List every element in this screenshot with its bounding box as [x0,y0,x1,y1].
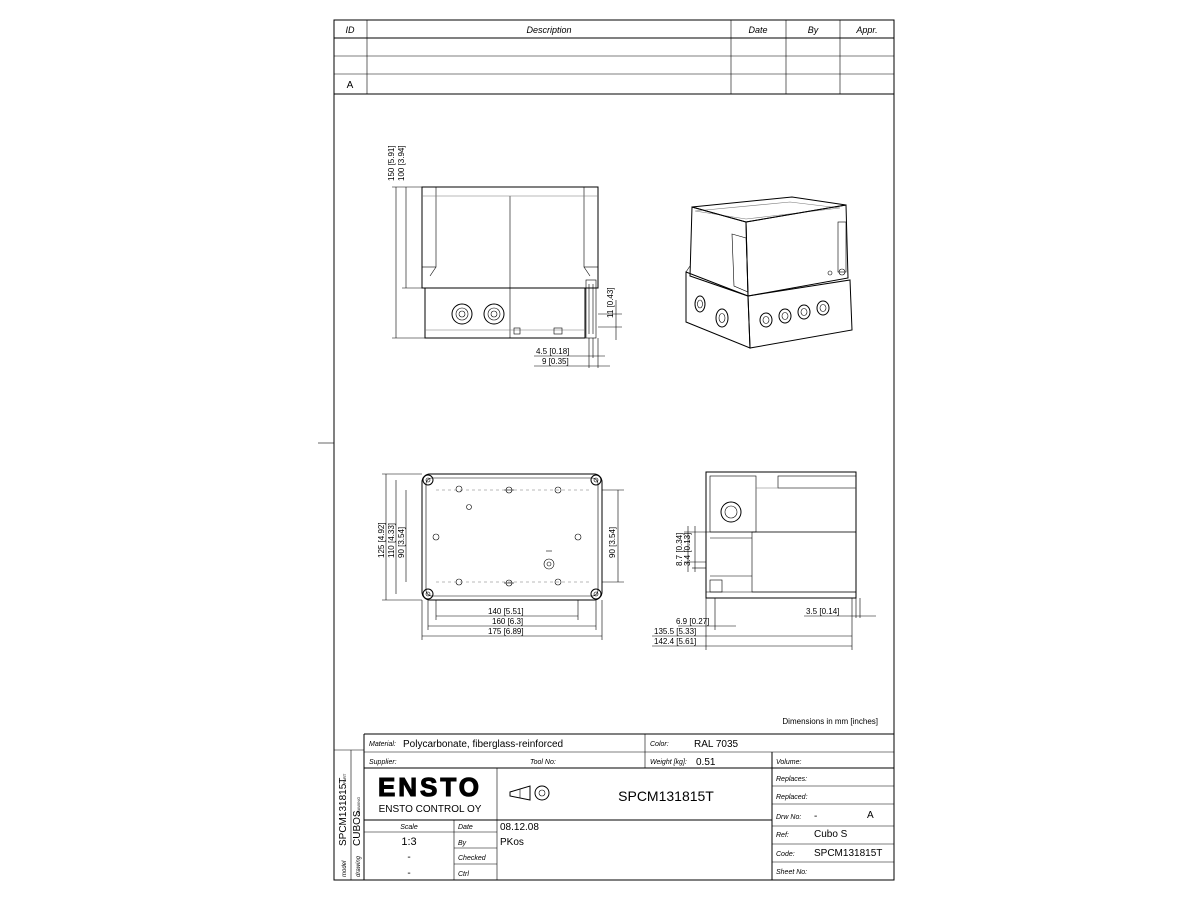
code-label: Code: [776,851,795,858]
sheet-no-label: Sheet No: [776,869,807,876]
scale-row-2: - [407,852,410,863]
dim-top-175: 175 [6.89] [488,627,524,636]
ref-value: Cubo S [814,829,848,840]
strip-drawing-label: drawing [356,855,362,877]
dim-top-90-right: 90 [3.54] [608,527,617,558]
replaced-label: Replaced: [776,794,808,801]
material-label: Material: [369,741,396,748]
rev-header-date: Date [748,25,767,35]
ref-label: Ref: [776,832,789,839]
code-value: SPCM131815T [814,848,882,859]
rev-row-id: A [347,80,354,91]
side-strip: SPCM131815T PART CUBOS DRAWING model dra… [338,773,363,877]
material-value: Polycarbonate, fiberglass-reinforced [403,739,563,750]
dim-side-4-5: 4.5 [0.18] [536,347,569,356]
dim-end-142-4: 142.4 [5.61] [654,637,696,646]
dim-end-8-7: 8.7 [0.34] [675,533,684,566]
drw-no-label: Drw No: [776,814,801,821]
dim-top-160: 160 [6.3] [492,617,523,626]
dim-end-135-5: 135.5 [5.33] [654,627,696,636]
scale-row-3: - [407,868,410,879]
dim-end-6-9: 6.9 [0.27] [676,617,709,626]
rev-header-appr: Appr. [855,25,877,35]
dim-end-3-4: 3.4 [0.13] [683,533,692,566]
checked-label: Checked [458,855,487,862]
ensto-logo: ENSTO [378,772,482,802]
volume-label: Volume: [776,759,801,766]
strip-part-value: SPCM131815T [338,778,349,846]
strip-drawing-value: CUBOS [352,810,363,846]
dim-side-150: 150 [5.91] [387,145,396,181]
dim-side-9: 9 [0.35] [542,357,569,366]
color-value: RAL 7035 [694,739,739,750]
dim-top-90-left: 90 [3.54] [397,527,406,558]
end-view: 8.7 [0.34] 3.4 [0.13] 3.5 [0.14] 6.9 [0.… [652,471,876,650]
dim-top-110: 110 [4.33] [387,523,396,558]
drw-rev: A [867,810,874,821]
by-label: By [458,840,467,847]
replaces-label: Replaces: [776,776,807,783]
side-view: 150 [5.91] 100 [3.94] 11 [0.43] 4.5 [0.1… [387,145,622,368]
dim-side-100: 100 [3.94] [397,145,406,181]
sheet-border [333,19,895,881]
strip-drawing-tag: DRAWING [356,797,361,816]
scale-label: Scale [400,824,418,831]
date-value: 08.12.08 [500,822,539,833]
rev-header-by: By [808,25,819,35]
cable-gland-icon [509,785,550,801]
scale-value: 1:3 [401,836,416,848]
weight-value: 0.51 [696,757,716,768]
dim-side-11: 11 [0.43] [606,287,615,318]
weight-label: Weight [kg]: [650,759,687,766]
strip-model-label: model [342,860,348,877]
isometric-view [685,196,853,349]
company-name: ENSTO CONTROL OY [379,804,482,815]
tool-no-label: Tool No: [530,759,556,766]
strip-part-tag: PART [342,773,347,784]
date-label: Date [458,824,473,831]
dim-top-140: 140 [5.51] [488,607,524,616]
color-label: Color: [650,741,669,748]
revision-table: ID Description Date By Appr. A [334,20,894,95]
top-view: 125 [4.92] 110 [4.33] 90 [3.54] 90 [3.54… [377,473,624,640]
rev-header-id: ID [346,25,356,35]
part-number: SPCM131815T [618,788,714,804]
supplier-label: Supplier: [369,759,397,766]
title-block: Material: Polycarbonate, fiberglass-rein… [334,733,894,880]
drw-no-value: - [814,811,817,822]
by-value: PKos [500,837,524,848]
dim-end-3-5: 3.5 [0.14] [806,607,839,616]
dim-top-125: 125 [4.92] [377,522,386,558]
ctrl-label: Ctrl [458,871,469,878]
units-note: Dimensions in mm [inches] [782,717,878,726]
rev-header-description: Description [526,25,571,35]
